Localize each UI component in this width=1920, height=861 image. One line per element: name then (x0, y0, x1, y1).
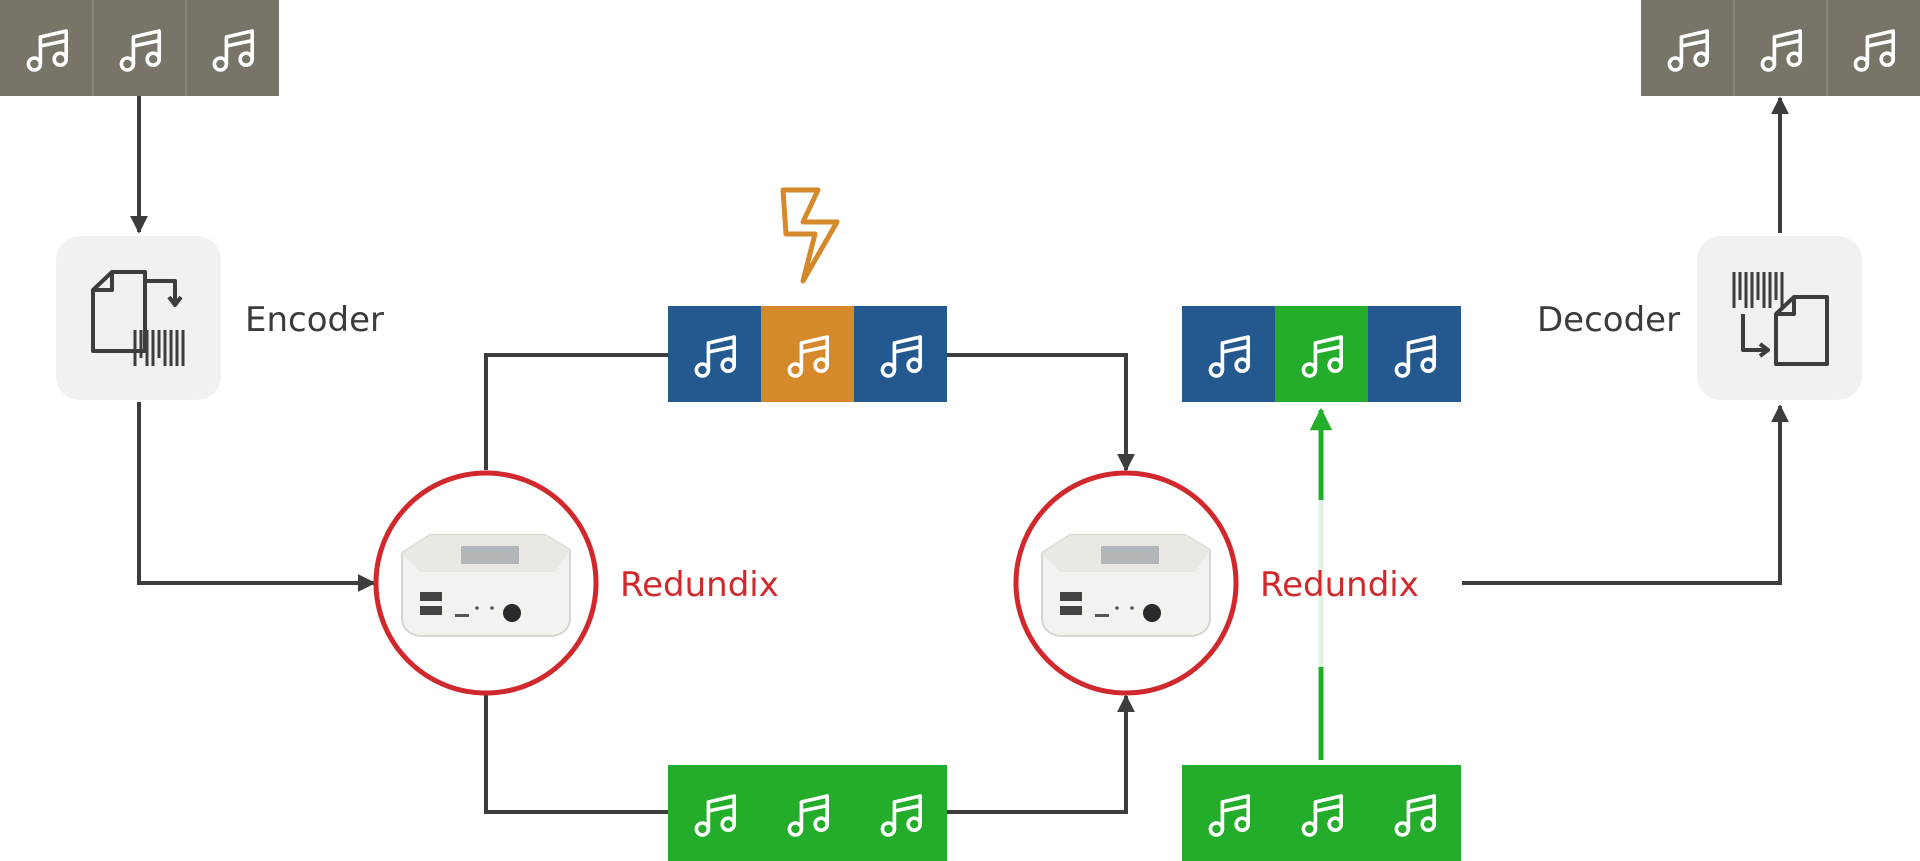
redundix-device-right: Redundix (1013, 470, 1419, 696)
decoder-box: Decoder (1537, 236, 1862, 400)
packet-cell (185, 0, 279, 96)
packet-cell (854, 765, 947, 861)
packet-cell (1641, 0, 1734, 96)
packet-cell (761, 765, 854, 861)
redundix-to-bottom-path-line (484, 694, 668, 814)
encoder-to-redundix-arrow (137, 402, 376, 592)
packet-cell (1182, 765, 1275, 861)
redundix-to-decoder-arrow (1462, 404, 1789, 585)
packet-cell (1368, 306, 1461, 402)
packet-cell (1275, 306, 1368, 402)
packet-cell (1733, 0, 1827, 96)
backup-copy-packets (1182, 765, 1461, 861)
packet-cell (854, 306, 947, 402)
packet-cell (1182, 306, 1275, 402)
barcode-to-file-icon (1732, 272, 1829, 366)
bottom-path-packets (668, 765, 947, 861)
encoder-label: Encoder (245, 300, 384, 340)
file-to-barcode-icon (91, 270, 185, 366)
redundix-device-image (401, 534, 571, 637)
top-path-to-redundix-arrow (946, 353, 1135, 472)
packet-cell (668, 306, 761, 402)
packet-cell (1275, 765, 1368, 861)
packet-cell (761, 306, 854, 402)
redundix-left-label: Redundix (620, 565, 779, 605)
packet-cell (1368, 765, 1461, 861)
recovered-packets (1182, 306, 1461, 402)
connector-lines (130, 96, 1789, 814)
encoder-box: Encoder (56, 236, 384, 400)
packet-cell (0, 0, 93, 96)
input-packets (0, 0, 279, 96)
lightning-bolt-icon (780, 187, 840, 284)
packet-cell (668, 765, 761, 861)
redundix-device-image (1041, 534, 1211, 637)
redundix-right-label: Redundix (1260, 565, 1419, 605)
decoder-label: Decoder (1537, 300, 1680, 340)
output-packets (1641, 0, 1920, 96)
packet-cell (1826, 0, 1920, 96)
packet-cell (92, 0, 186, 96)
redundix-device-left: Redundix (373, 470, 779, 696)
bottom-path-to-redundix-arrow (946, 694, 1135, 814)
top-path-packets (668, 306, 947, 402)
redundix-to-top-path-line (484, 353, 668, 470)
